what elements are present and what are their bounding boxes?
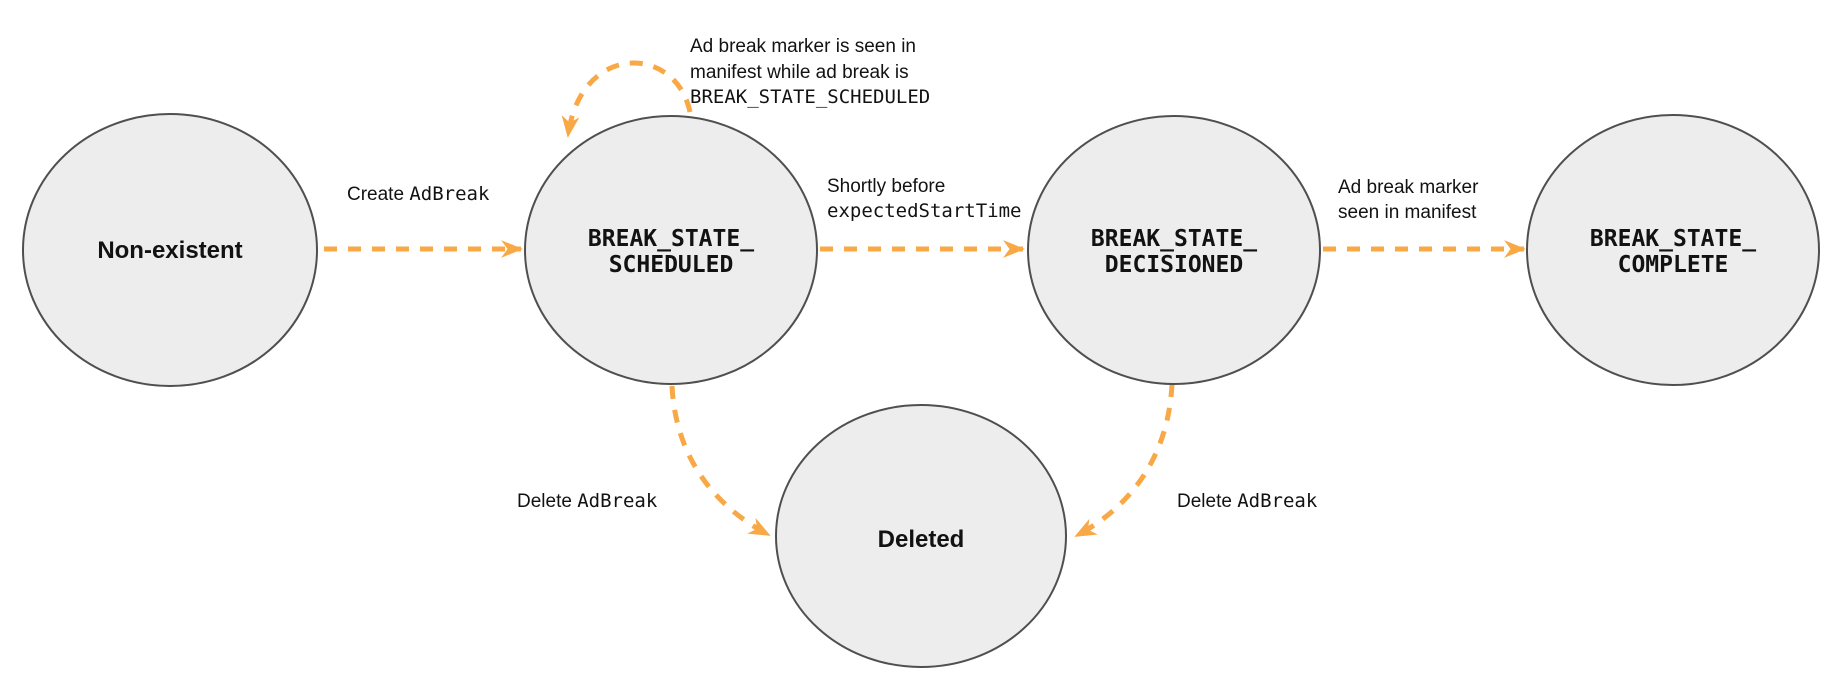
edge-delete-from-decisioned	[1074, 383, 1175, 539]
node-label-line1: BREAK_STATE_	[1091, 226, 1257, 252]
label-plain-part: Delete	[517, 491, 577, 512]
label-marker-seen-line1: Ad break marker	[1338, 177, 1479, 198]
edge-self-loop-scheduled	[561, 60, 693, 138]
node-label-line2: COMPLETE	[1618, 252, 1729, 278]
node-break-state-scheduled: BREAK_STATE_ SCHEDULED	[524, 115, 818, 385]
label-create-adbreak: Create AdBreak	[347, 183, 490, 205]
label-delete-adbreak-left: Delete AdBreak	[517, 490, 658, 512]
node-label: Deleted	[878, 526, 965, 553]
node-circle	[22, 113, 318, 387]
node-break-state-decisioned: BREAK_STATE_ DECISIONED	[1027, 115, 1321, 385]
label-plain-part: Create	[347, 184, 409, 205]
edge-delete-from-scheduled	[669, 385, 771, 538]
node-label: Non-existent	[97, 237, 242, 264]
node-circle	[775, 404, 1067, 668]
label-self-loop-line3: BREAK_STATE_SCHEDULED	[690, 86, 930, 108]
node-break-state-complete: BREAK_STATE_ COMPLETE	[1526, 114, 1820, 386]
node-label-line1: BREAK_STATE_	[588, 226, 754, 252]
node-label-line2: DECISIONED	[1105, 252, 1243, 278]
node-circle	[1526, 114, 1820, 386]
label-code-part: AdBreak	[409, 183, 490, 205]
label-shortly-before-line2: expectedStartTime	[827, 200, 1021, 222]
node-label-line2: SCHEDULED	[609, 252, 734, 278]
label-plain-part: Delete	[1177, 491, 1237, 512]
label-code-part: AdBreak	[1237, 490, 1318, 512]
label-delete-adbreak-right: Delete AdBreak	[1177, 490, 1318, 512]
node-circle	[1027, 115, 1321, 385]
label-self-loop-line2: manifest while ad break is	[690, 62, 909, 83]
node-label-line1: BREAK_STATE_	[1590, 226, 1756, 252]
label-self-loop-line1: Ad break marker is seen in	[690, 36, 916, 57]
edges	[324, 60, 1526, 539]
node-deleted: Deleted	[775, 404, 1067, 668]
label-code-part: AdBreak	[577, 490, 658, 512]
node-circle	[524, 115, 818, 385]
label-marker-seen-line2: seen in manifest	[1338, 202, 1477, 223]
edge-labels: Create AdBreak Ad break marker is seen i…	[347, 36, 1479, 512]
node-non-existent: Non-existent	[22, 113, 318, 387]
label-shortly-before-line1: Shortly before	[827, 176, 945, 197]
